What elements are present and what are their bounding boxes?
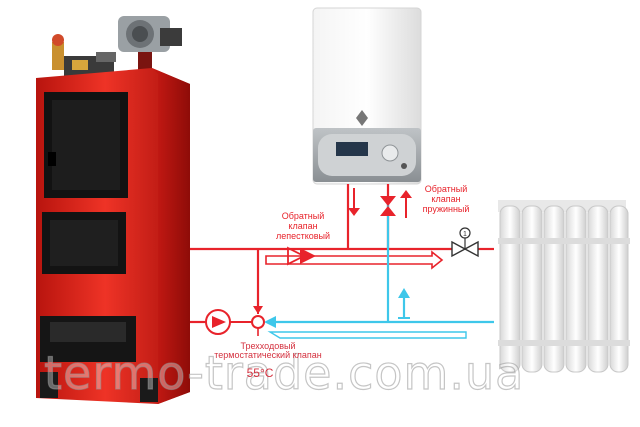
ball-valve-icon: 1 [451,227,479,258]
boiler-side [152,68,190,404]
label-temperature: 55°C [246,366,274,380]
gas-boiler-display [336,142,368,156]
arrow-down-icon [348,188,360,216]
brand-logo-icon [356,110,368,126]
petal-check-valve-icon [287,246,316,266]
circulation-pump-icon [205,309,231,335]
return-pipe [264,196,494,339]
label-return-valve-petal: Обратный клапан лепестковый [275,211,331,241]
solid-fuel-boiler [36,16,190,404]
thermometer-icon [459,227,471,239]
wall-gas-boiler [312,7,422,185]
arrow-up-icon [400,190,412,218]
arrow-down-icon [253,306,263,314]
arrow-up-icon [398,288,410,319]
supply-pipe [190,184,494,306]
three-way-valve-icon [230,315,265,336]
svg-text:1: 1 [463,231,467,238]
label-three-way-valve: Трехходовый термостатический клапан [214,341,322,360]
spring-check-valve-icon [380,196,396,216]
label-return-valve-spring: Обратный клапан пружинный [422,184,470,214]
watermark-text: termo-trade.com.ua [43,345,525,400]
radiator [498,200,630,373]
